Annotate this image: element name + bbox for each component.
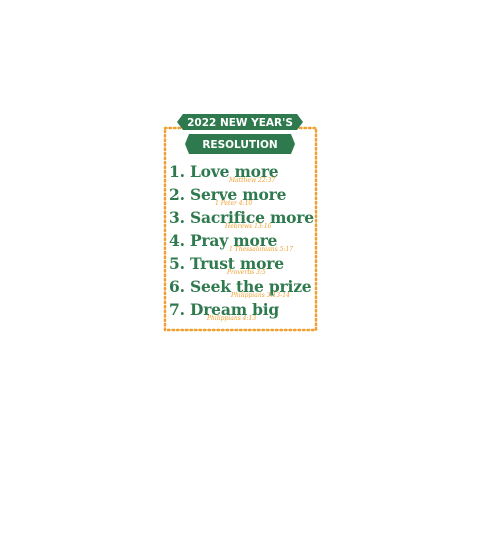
list-item: 5. Trust more [169, 254, 284, 273]
title-banner: 2022 NEW YEAR'S RESOLUTION [177, 114, 303, 154]
list-item: 1. Love more [169, 162, 279, 181]
scripture-ref: Philippians 3:13-14 [231, 292, 290, 299]
list-item: 6. Seek the prize [169, 277, 312, 296]
scripture-ref: Proverbs 3:5 [227, 269, 266, 276]
list-item: 3. Sacrifice more [169, 208, 314, 227]
list-item: 4. Pray more [169, 231, 278, 250]
banner-line-1: 2022 NEW YEAR'S [187, 117, 293, 129]
list-item: 7. Dream big [169, 300, 280, 319]
scripture-ref: 1 Thessalonians 5:17 [229, 246, 294, 253]
scripture-ref: Philippians 4:13 [207, 315, 257, 322]
resolution-card: 2022 NEW YEAR'S RESOLUTION 1. Love more … [163, 114, 318, 332]
scripture-ref: Matthew 22:37 [229, 177, 276, 184]
banner-line-2: RESOLUTION [202, 139, 277, 151]
scripture-ref: 1 Peter 4:10 [215, 200, 253, 207]
scripture-ref: Hebrews 13:16 [225, 223, 272, 230]
list-item: 2. Serve more [169, 185, 287, 204]
